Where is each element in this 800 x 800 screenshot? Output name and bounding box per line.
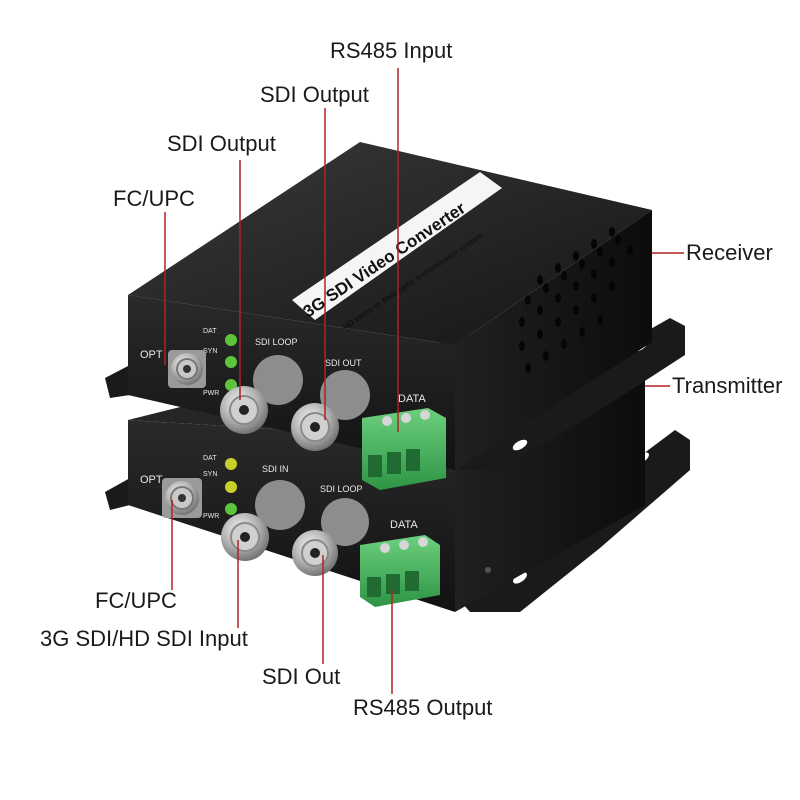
transmitter-side-face: [455, 348, 645, 612]
callout-sdi-output-mid: SDI Output: [167, 131, 276, 156]
transmitter-rs485-terminal: [360, 535, 440, 607]
receiver-dat-led: [225, 334, 237, 346]
receiver-sdi-loop-bnc: [220, 355, 303, 434]
receiver-sdi-loop-label: SDI LOOP: [255, 337, 298, 347]
transmitter-data-label: DATA: [390, 519, 418, 531]
receiver-rs485-terminal: [362, 408, 446, 490]
receiver-syn-label: SYN: [203, 348, 217, 355]
transmitter-opt-label: OPT: [140, 474, 163, 486]
receiver-unit: 3G SDI Video Converter HD video to fiber…: [105, 142, 685, 490]
receiver-data-label: DATA: [398, 393, 426, 405]
flange-slot: [512, 439, 528, 451]
transmitter-sdi-loop-bnc: [292, 498, 369, 576]
transmitter-mounting-flange-left: [105, 478, 130, 510]
callout-rs485-input: RS485 Input: [330, 38, 453, 63]
receiver-mounting-flange-left: [105, 365, 130, 398]
receiver-opt-label: OPT: [140, 349, 163, 361]
callout-rs485-output: RS485 Output: [353, 695, 493, 720]
transmitter-syn-label: SYN: [203, 471, 217, 478]
callout-sdi-output-top: SDI Output: [260, 82, 369, 107]
transmitter-pwr-led: [225, 503, 237, 515]
receiver-dat-label: DAT: [203, 328, 217, 335]
receiver-syn-led: [225, 356, 237, 368]
receiver-fc-upc-connector: [168, 350, 206, 388]
callout-fc-upc-bottom: FC/UPC: [95, 588, 177, 613]
receiver-sdi-out-label: SDI OUT: [325, 358, 362, 368]
callout-receiver: Receiver: [686, 240, 773, 265]
receiver-sdi-out-bnc: [291, 370, 370, 451]
screw: [485, 567, 491, 573]
receiver-pwr-label: PWR: [203, 390, 219, 397]
transmitter-dat-label: DAT: [203, 455, 217, 462]
callout-fc-upc-top: FC/UPC: [113, 186, 195, 211]
transmitter-syn-led: [225, 481, 237, 493]
callout-sdi-out: SDI Out: [262, 664, 341, 689]
transmitter-sdi-in-label: SDI IN: [262, 464, 289, 474]
callout-sdi-input: 3G SDI/HD SDI Input: [40, 626, 248, 651]
receiver-banner: [292, 172, 502, 320]
callout-transmitter: Transmitter: [672, 373, 783, 398]
transmitter-dat-led: [225, 458, 237, 470]
transmitter-fc-upc-connector: [162, 478, 202, 518]
receiver-side-face: [455, 210, 652, 470]
transmitter-sdi-loop-label: SDI LOOP: [320, 484, 363, 494]
receiver-vent-grid: [519, 227, 633, 373]
callout-lines: [164, 68, 684, 694]
receiver-pwr-led: [225, 379, 237, 391]
transmitter-pwr-label: PWR: [203, 513, 219, 520]
flange-slot: [513, 572, 527, 584]
